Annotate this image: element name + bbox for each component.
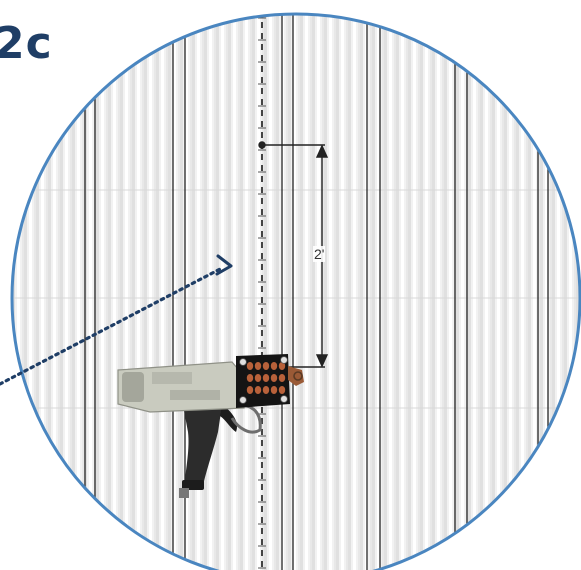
dimension-label: 2' [313, 246, 326, 262]
dotted-arrow-icon [0, 254, 233, 386]
center-line-ticks [258, 17, 266, 569]
hog-ring-plier-tool-icon [117, 354, 304, 498]
step-label: 2c [0, 18, 53, 69]
zoom-circle-border [10, 12, 581, 570]
